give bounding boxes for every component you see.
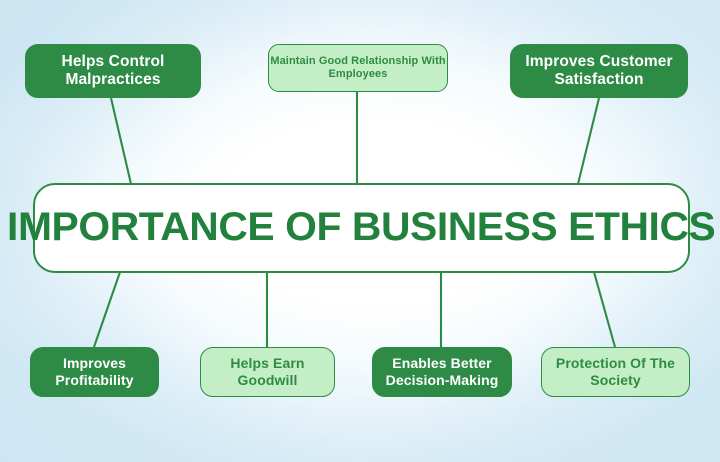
node-helps-earn-goodwill[interactable]: Helps Earn Goodwill xyxy=(200,347,335,397)
node-label: Improves Customer Satisfaction xyxy=(525,52,673,88)
node-label: Enables Better Decision-Making xyxy=(385,355,499,388)
node-enables-better-decision-making[interactable]: Enables Better Decision-Making xyxy=(372,347,512,397)
node-helps-control-malpractices[interactable]: Helps Control Malpractices xyxy=(25,44,201,98)
node-protection-of-the-society[interactable]: Protection Of The Society xyxy=(541,347,690,397)
node-improves-profitability[interactable]: Improves Profitability xyxy=(30,347,159,397)
connector-improves-profitability xyxy=(93,271,121,348)
connector-improves-customer-satisfaction xyxy=(576,97,601,185)
central-node[interactable]: IMPORTANCE OF BUSINESS ETHICS xyxy=(7,183,716,273)
node-label: Helps Earn Goodwill xyxy=(230,355,305,388)
node-label: Protection Of The Society xyxy=(555,355,676,388)
page-title: IMPORTANCE OF BUSINESS ETHICS xyxy=(7,205,716,250)
node-improves-customer-satisfaction[interactable]: Improves Customer Satisfaction xyxy=(510,44,688,98)
node-label: Helps Control Malpractices xyxy=(61,52,165,88)
node-label: Improves Profitability xyxy=(55,355,134,388)
node-maintain-good-relationship[interactable]: Maintain Good Relationship With Employee… xyxy=(268,44,448,92)
connector-helps-control-malpractices xyxy=(109,97,133,185)
node-label: Maintain Good Relationship With Employee… xyxy=(270,55,446,80)
connector-protection-of-the-society xyxy=(592,271,617,348)
